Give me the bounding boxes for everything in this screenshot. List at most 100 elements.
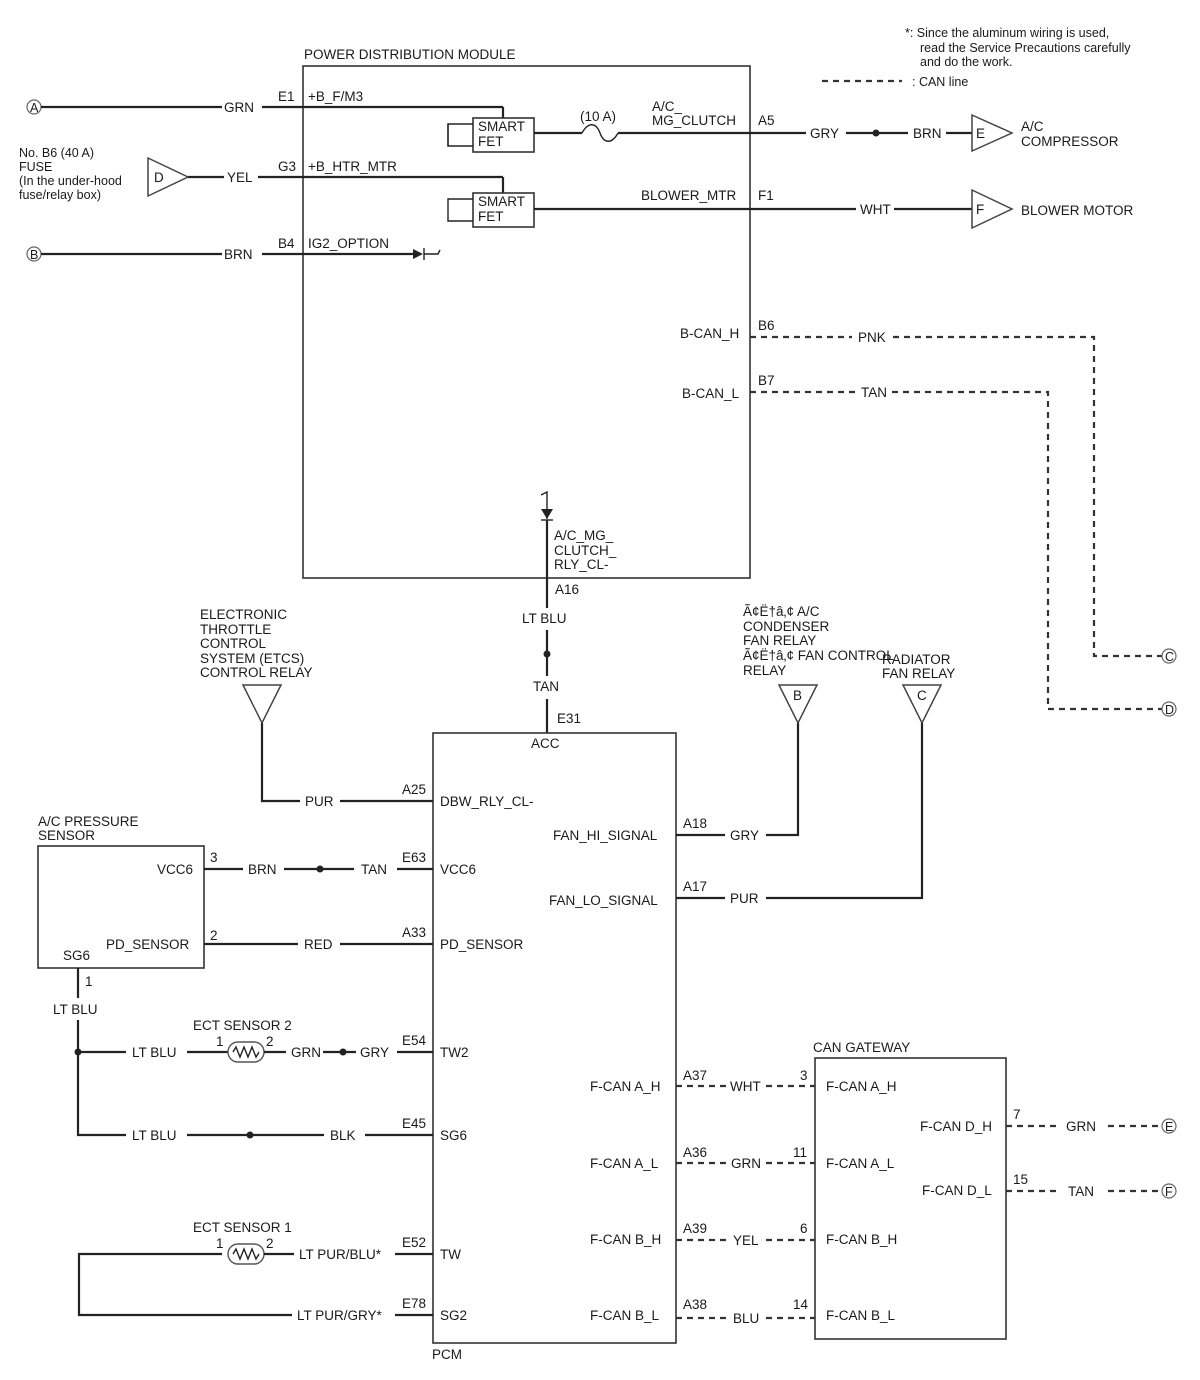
pin-f1: F1 (758, 188, 774, 203)
wire-e52: LT PUR/BLU* (299, 1247, 382, 1262)
pressure-vcc6: VCC6 (157, 862, 193, 877)
relay-driver-icon (541, 509, 553, 519)
gw-b-h: F-CAN B_H (826, 1232, 897, 1247)
pcm-label: PCM (432, 1347, 462, 1362)
etcs-line-5: CONTROL RELAY (200, 665, 313, 680)
b-can-h-label: B-CAN_H (680, 326, 739, 341)
pressure-pin3: 3 (210, 850, 218, 865)
fuse-10a-icon (581, 124, 619, 142)
pressure-sg6: SG6 (63, 948, 90, 963)
connector-f-out-icon (1161, 1183, 1177, 1199)
wire-a-color: GRN (224, 100, 254, 115)
note-can-line: : CAN line (912, 75, 968, 89)
connector-d-label: D (154, 170, 164, 185)
pin-e54-name: TW2 (440, 1045, 469, 1060)
wire-a39: YEL (733, 1233, 759, 1248)
pcm-acc-label: ACC (531, 736, 560, 751)
fuse-rating: (10 A) (580, 109, 616, 124)
pdm-title: POWER DISTRIBUTION MODULE (304, 47, 516, 62)
condenser-line-3: FAN RELAY (743, 633, 816, 648)
pressure-sensor-title-2: SENSOR (38, 828, 95, 843)
blower-motor-label: BLOWER MOTOR (1021, 203, 1134, 218)
gateway-title: CAN GATEWAY (813, 1040, 910, 1055)
pin-a38: A38 (683, 1297, 707, 1312)
connector-e-out-label: E (1165, 1120, 1173, 1134)
ect2-wire-out: GRN (291, 1045, 321, 1060)
pin-e63: E63 (402, 850, 426, 865)
wire-a37: WHT (730, 1079, 761, 1094)
pin-a17-name: FAN_LO_SIGNAL (549, 893, 658, 908)
pin-b4-name: IG2_OPTION (308, 236, 389, 251)
connector-f-label: F (976, 202, 984, 217)
wire-a36: GRN (731, 1156, 761, 1171)
wire-pnk-color: PNK (858, 330, 886, 345)
connector-d-out-label: D (1165, 703, 1174, 717)
wire-e45: BLK (330, 1128, 356, 1143)
pin-e45-name: SG6 (440, 1128, 467, 1143)
pressure-pin2: 2 (210, 928, 218, 943)
connector-f-out-label: F (1165, 1185, 1173, 1199)
pressure-wire-vcc: BRN (248, 862, 277, 877)
input-d-circuit: No. B6 (40 A) FUSE (In the under-hood fu… (19, 146, 505, 202)
pressure-pd-sensor: PD_SENSOR (106, 937, 190, 952)
radiator-line-1: RADIATOR (882, 652, 951, 667)
etcs-relay-connector-icon (241, 684, 283, 725)
pressure-sensor-title-1: A/C PRESSURE (38, 814, 139, 829)
pin-b4: B4 (278, 236, 295, 251)
pin-e52: E52 (402, 1235, 426, 1250)
smart-fet-1-line2: FET (478, 134, 504, 149)
pin-a38-name: F-CAN B_L (590, 1308, 660, 1323)
input-b-circuit: B BRN B4 IG2_OPTION (26, 236, 441, 262)
smart-fet-1: SMART FET (447, 117, 535, 153)
pin-e63-name: VCC6 (440, 862, 476, 877)
wire-a18: GRY (730, 828, 759, 843)
relay-label-3: RLY_CL- (554, 557, 609, 572)
gw-pin-11: 11 (793, 1145, 807, 1160)
pin-a18: A18 (683, 816, 707, 831)
pin-a39-name: F-CAN B_H (590, 1232, 661, 1247)
pcm-left-pins: PUR A25 DBW_RLY_CL- TAN E63 VCC6 RED A33… (77, 782, 534, 1323)
wire-e63: TAN (361, 862, 387, 877)
wire-a38: BLU (733, 1311, 759, 1326)
pin-a18-name: FAN_HI_SIGNAL (553, 828, 658, 843)
ect2-pin2: 2 (266, 1034, 274, 1049)
wire-a5-color: GRY (810, 126, 839, 141)
ect-sensor-1: ECT SENSOR 1 1 2 (193, 1220, 294, 1265)
connector-f-icon (971, 188, 1014, 230)
gw-pin-3: 3 (800, 1068, 808, 1083)
relay-label-1: A/C_MG_ (554, 528, 614, 543)
smart-fet-2-line2: FET (478, 209, 504, 224)
ect2-pin1: 1 (216, 1034, 224, 1049)
wire-a25: PUR (305, 794, 334, 809)
gw-wire-grn: GRN (1066, 1119, 1096, 1134)
wire-tan-e31: TAN (533, 679, 559, 694)
gw-pin-6: 6 (800, 1221, 808, 1236)
can-gateway: CAN GATEWAY F-CAN A_H F-CAN A_L F-CAN B_… (813, 1040, 1177, 1340)
etcs-relay: ELECTRONIC THROTTLE CONTROL SYSTEM (ETCS… (200, 607, 313, 803)
etcs-line-3: CONTROL (200, 636, 266, 651)
compressor-label-1: A/C (1021, 119, 1044, 134)
fuse-line-1: No. B6 (40 A) (19, 146, 94, 160)
pin-e31: E31 (557, 711, 581, 726)
gw-wire-tan: TAN (1068, 1184, 1094, 1199)
pin-e78-name: SG2 (440, 1308, 467, 1323)
clutch-label-2: MG_CLUTCH (652, 113, 736, 128)
notes: *: Since the aluminum wiring is used, re… (822, 26, 1131, 89)
pin-a33: A33 (402, 925, 426, 940)
pcm-module (432, 732, 677, 1344)
pressure-wire-sg6: LT BLU (53, 1002, 98, 1017)
pin-e52-name: TW (440, 1247, 461, 1262)
diode-icon (413, 249, 423, 259)
pin-e1-name: +B_F/M3 (308, 89, 363, 104)
radiator-relay-connector-icon (901, 684, 943, 725)
etcs-line-1: ELECTRONIC (200, 607, 287, 622)
smart-fet-1-line1: SMART (478, 119, 525, 134)
wire-ltblu-a16: LT BLU (522, 611, 567, 626)
etcs-line-4: SYSTEM (ETCS) (200, 651, 304, 666)
wire-compressor-color: BRN (913, 126, 942, 141)
pin-a36-name: F-CAN A_L (590, 1156, 659, 1171)
wire-d-color: YEL (227, 170, 253, 185)
ac-pressure-sensor: A/C PRESSURE SENSOR VCC6 PD_SENSOR SG6 3… (37, 814, 277, 1143)
pin-a36: A36 (683, 1145, 707, 1160)
